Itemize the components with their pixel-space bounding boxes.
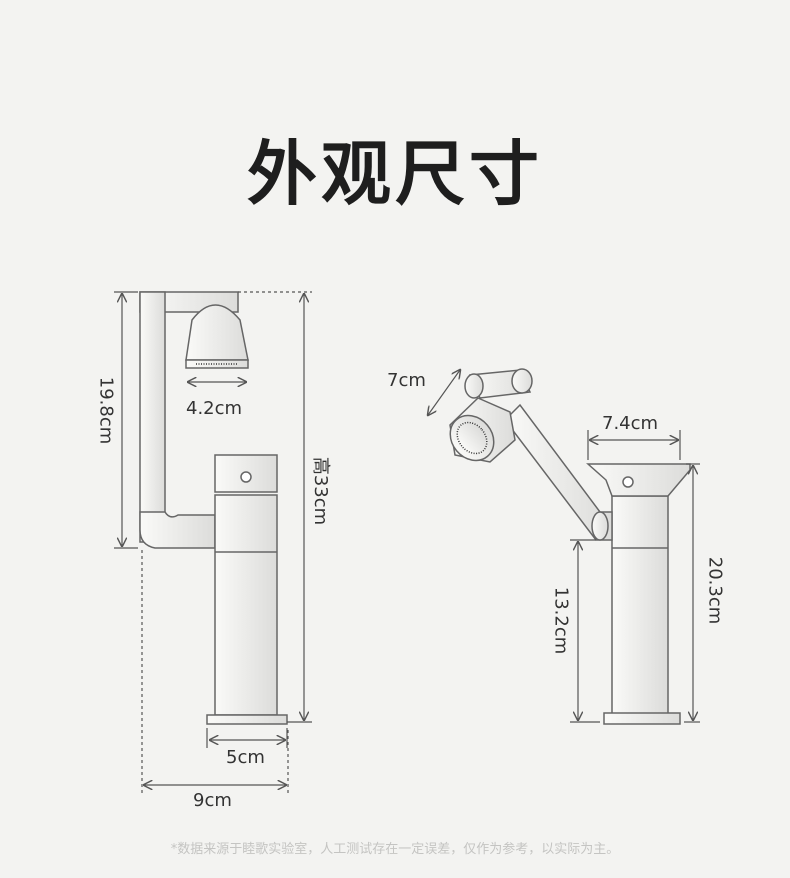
left-dimensions <box>114 291 312 795</box>
total-width-label: 9cm <box>193 790 232 811</box>
arm-segment-label: 7cm <box>387 370 426 391</box>
right-dimensions <box>428 370 700 723</box>
right-body <box>611 495 669 715</box>
left-aerator <box>185 304 249 361</box>
left-handle-knob <box>240 471 252 483</box>
right-top-joint-start <box>464 373 484 399</box>
right-aerator-mesh <box>456 421 488 455</box>
body-height-label: 20.3cm <box>704 556 726 625</box>
left-vertical-pipe <box>139 291 166 543</box>
right-top-joint-end <box>511 368 533 394</box>
left-elbow <box>139 511 216 549</box>
base-width-label: 5cm <box>226 747 265 768</box>
left-faucet <box>139 291 288 725</box>
right-handle-knob <box>622 476 634 488</box>
left-body <box>214 494 278 716</box>
arm-height-label: 19.8cm <box>95 376 117 445</box>
aerator-width-label: 4.2cm <box>186 398 243 419</box>
arm-segment-dimension-line <box>428 370 460 415</box>
right-handle <box>586 463 691 497</box>
page-title: 外观尺寸 <box>247 133 543 215</box>
right-arm-joint <box>591 511 609 541</box>
right-faucet <box>449 368 691 725</box>
disclaimer-note: *数据来源于睦歌实验室，人工测试存在一定误差，仅作为参考，以实际为主。 <box>170 842 620 857</box>
total-height-label: 高33cm <box>310 456 332 526</box>
spout-height-label: 13.2cm <box>550 586 572 655</box>
right-base <box>603 712 681 725</box>
left-base <box>206 714 288 725</box>
handle-width-label: 7.4cm <box>602 413 659 434</box>
